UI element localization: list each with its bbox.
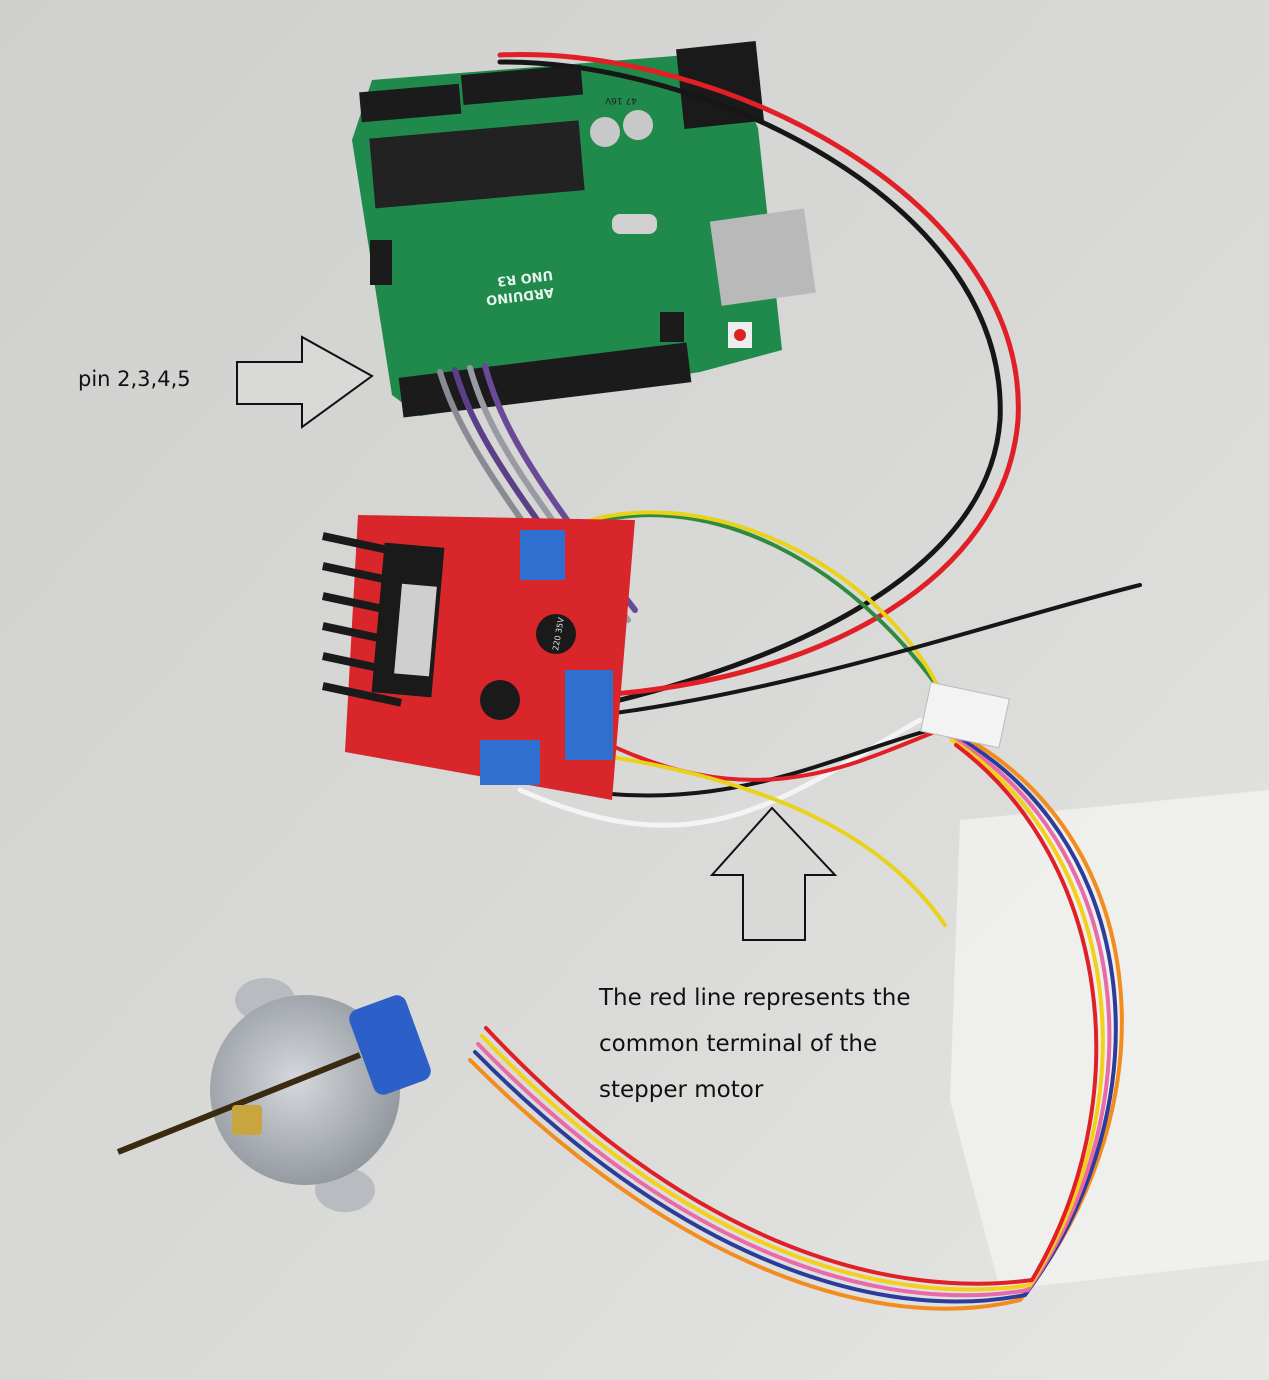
motor-pointer	[116, 1052, 362, 1155]
motor-wire-yellow	[573, 510, 947, 702]
l298n-driver-board: 220 35V	[321, 515, 635, 800]
arduino-model-text: UNO R3	[496, 267, 553, 289]
motor-wire-green	[568, 513, 962, 722]
arduino-uno-board: 47 16V ARDUINO UNO R3	[352, 41, 816, 418]
pin-label: pin 2,3,4,5	[78, 367, 191, 391]
note-line: common terminal of the	[599, 1031, 878, 1057]
pin-arrow-icon	[236, 335, 374, 429]
common-terminal-note: The red line represents the common termi…	[599, 975, 959, 1113]
note-line: stepper motor	[599, 1077, 764, 1103]
motor-connector	[920, 681, 1010, 749]
motor-wire-black-loose	[598, 583, 1142, 717]
power-wire-black	[497, 59, 1003, 703]
capacitor-top-marking: 47 16V	[604, 95, 637, 105]
motor-wire-yellow-loose	[598, 753, 947, 927]
up-arrow-icon	[709, 806, 838, 941]
wires	[437, 52, 1142, 1311]
stepper-motor	[116, 978, 431, 1212]
power-wire-red	[497, 52, 1021, 698]
note-line: The red line represents the	[599, 985, 911, 1011]
